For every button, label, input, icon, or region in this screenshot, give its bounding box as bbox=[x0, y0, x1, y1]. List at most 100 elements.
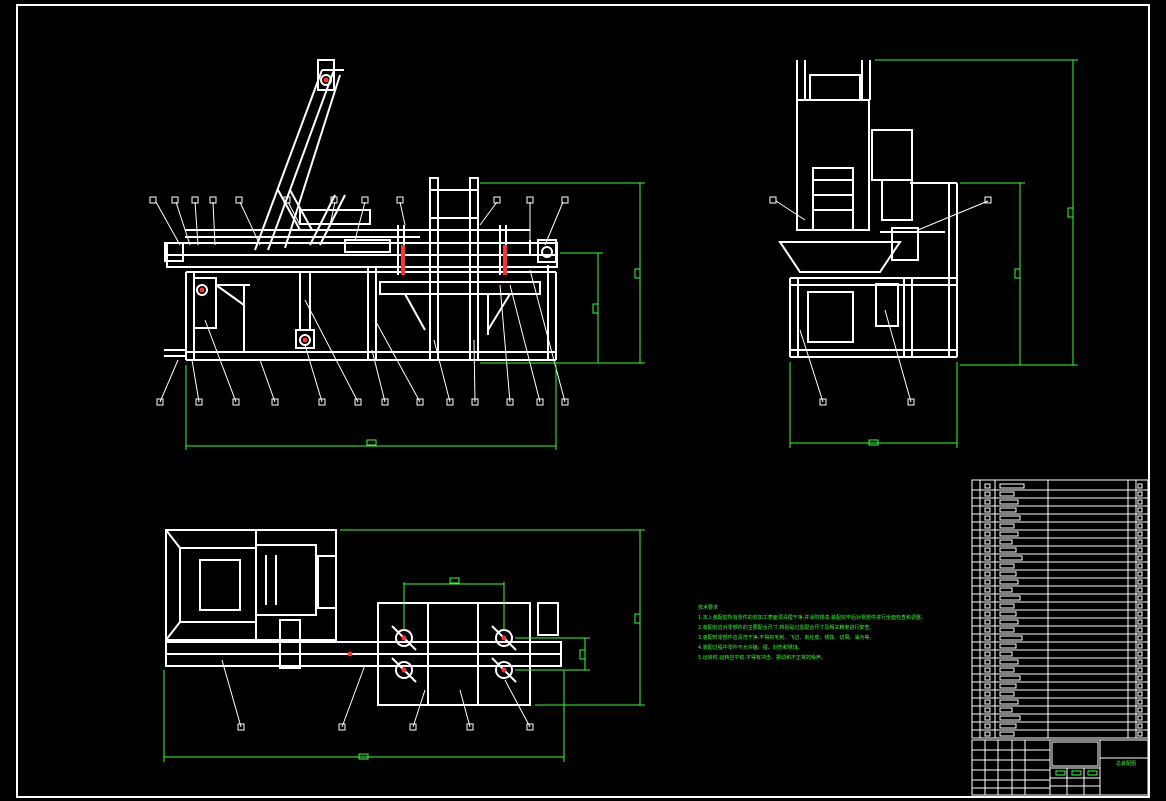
parts-list-name-cell bbox=[999, 699, 1019, 705]
parts-list-name-cell bbox=[999, 683, 1017, 689]
parts-list-qty-cell bbox=[1137, 515, 1143, 521]
parts-list-index-cell bbox=[984, 635, 991, 641]
side-view-balloons bbox=[769, 196, 992, 406]
parts-list-index-cell bbox=[984, 627, 991, 633]
parts-list-index-cell bbox=[984, 523, 991, 529]
parts-list-index-cell bbox=[984, 579, 991, 585]
parts-list-name-cell bbox=[999, 499, 1019, 505]
top-view-markers bbox=[347, 635, 507, 673]
technical-note: 2.装配前应对零部件的主要配合尺寸,特别是过盈配合尺寸及相关精度进行复查。 bbox=[698, 625, 875, 631]
parts-list-qty-cell bbox=[1137, 491, 1143, 497]
parts-list-index-cell bbox=[984, 659, 991, 665]
parts-list-qty-cell bbox=[1137, 499, 1143, 505]
parts-list-index-cell bbox=[984, 603, 991, 609]
parts-list-qty-cell bbox=[1137, 707, 1143, 713]
front-view bbox=[164, 59, 558, 361]
parts-list-qty-cell bbox=[1137, 723, 1143, 729]
parts-list-index-cell bbox=[984, 691, 991, 697]
parts-list-index-cell bbox=[984, 683, 991, 689]
parts-list-name-cell bbox=[999, 723, 1017, 729]
parts-list-name-cell bbox=[999, 523, 1015, 529]
parts-list-name-cell bbox=[999, 731, 1015, 737]
top-view-dimensions bbox=[163, 529, 645, 762]
parts-list-qty-cell bbox=[1137, 531, 1143, 537]
parts-list-qty-cell bbox=[1137, 563, 1143, 569]
parts-list-index-cell bbox=[984, 563, 991, 569]
title-block-cells bbox=[1055, 770, 1098, 776]
front-view-markers bbox=[199, 77, 507, 343]
parts-list-name-cell bbox=[999, 595, 1021, 601]
parts-list-qty-cell bbox=[1137, 683, 1143, 689]
parts-list-name-cell bbox=[999, 651, 1013, 657]
parts-list-name-cell bbox=[999, 531, 1019, 537]
top-view bbox=[165, 529, 562, 706]
parts-list-index-cell bbox=[984, 491, 991, 497]
parts-list-name-cell bbox=[999, 691, 1015, 697]
parts-list-name-cell bbox=[999, 611, 1017, 617]
drawing-border bbox=[16, 4, 1150, 798]
parts-list-index-cell bbox=[984, 619, 991, 625]
parts-list-index-cell bbox=[984, 547, 991, 553]
parts-list-name-cell bbox=[999, 563, 1015, 569]
parts-list-name-cell bbox=[999, 483, 1025, 489]
parts-list-index-cell bbox=[984, 483, 991, 489]
parts-list-name-cell bbox=[999, 547, 1017, 553]
parts-list-index-cell bbox=[984, 675, 991, 681]
parts-list-index-cell bbox=[984, 723, 991, 729]
top-view-leaders bbox=[221, 659, 531, 728]
parts-list-qty-cell bbox=[1137, 579, 1143, 585]
parts-list-index-cell bbox=[984, 531, 991, 537]
technical-note: 1.本入装配前所有零件的非加工表面须清理干净,并涂防锈漆,装配完毕后对零部件进行… bbox=[698, 615, 926, 621]
parts-list-qty-cell bbox=[1137, 675, 1143, 681]
parts-list-index-cell bbox=[984, 539, 991, 545]
parts-list-qty-cell bbox=[1137, 643, 1143, 649]
parts-list-index-cell bbox=[984, 707, 991, 713]
parts-list-index-cell bbox=[984, 515, 991, 521]
technical-note: 3.装配时零部件应清洗干净,不得有毛刺、飞边、氧化皮、锈蚀、切屑、油污等。 bbox=[698, 635, 875, 641]
parts-list-qty-cell bbox=[1137, 507, 1143, 513]
parts-list-name-cell bbox=[999, 667, 1015, 673]
parts-list-qty-cell bbox=[1137, 571, 1143, 577]
parts-list-qty-cell bbox=[1137, 539, 1143, 545]
parts-list-index-cell bbox=[984, 611, 991, 617]
parts-list-index-cell bbox=[984, 699, 991, 705]
parts-list-name-cell bbox=[999, 603, 1015, 609]
parts-list-index-cell bbox=[984, 499, 991, 505]
parts-list-qty-cell bbox=[1137, 731, 1143, 737]
technical-note: 4.装配过程中零件不允许磕、碰、划伤和锈蚀。 bbox=[698, 645, 803, 651]
parts-list-qty-cell bbox=[1137, 691, 1143, 697]
parts-list-name-cell bbox=[999, 707, 1013, 713]
parts-list-qty-cell bbox=[1137, 555, 1143, 561]
parts-list-index-cell bbox=[984, 587, 991, 593]
front-view-balloons bbox=[149, 196, 569, 406]
parts-list-name-cell bbox=[999, 587, 1013, 593]
parts-list-index-cell bbox=[984, 507, 991, 513]
parts-list-qty-cell bbox=[1137, 651, 1143, 657]
parts-list-name-cell bbox=[999, 507, 1017, 513]
parts-list-name-cell bbox=[999, 579, 1019, 585]
front-view-leaders bbox=[155, 201, 566, 403]
side-view-leaders bbox=[775, 200, 989, 403]
parts-list-name-cell bbox=[999, 491, 1015, 497]
parts-list-qty-cell bbox=[1137, 611, 1143, 617]
parts-list-name-cell bbox=[999, 675, 1021, 681]
parts-list-name-cell bbox=[999, 555, 1023, 561]
parts-list-name-cell bbox=[999, 715, 1021, 721]
side-view bbox=[778, 60, 958, 358]
parts-list-qty-cell bbox=[1137, 699, 1143, 705]
parts-list-qty-cell bbox=[1137, 627, 1143, 633]
technical-note: 5.运转时,运转应平稳,不得有冲击、振动和不正常的噪声。 bbox=[698, 655, 826, 661]
parts-list-qty-cell bbox=[1137, 667, 1143, 673]
parts-list-index-cell bbox=[984, 731, 991, 737]
technical-notes-heading: 技术要求 bbox=[698, 605, 719, 611]
technical-notes: 技术要求 1.本入装配前所有零件的非加工表面须清理干净,并涂防锈漆,装配完毕后对… bbox=[698, 603, 926, 663]
parts-list-qty-cell bbox=[1137, 603, 1143, 609]
title-block-title: 总装配图 bbox=[1115, 761, 1136, 767]
parts-list-qty-cell bbox=[1137, 483, 1143, 489]
parts-list bbox=[971, 479, 1149, 739]
parts-list-name-cell bbox=[999, 635, 1023, 641]
side-view-dimensions bbox=[789, 59, 1078, 448]
parts-list-name-cell bbox=[999, 659, 1019, 665]
parts-list-qty-cell bbox=[1137, 659, 1143, 665]
